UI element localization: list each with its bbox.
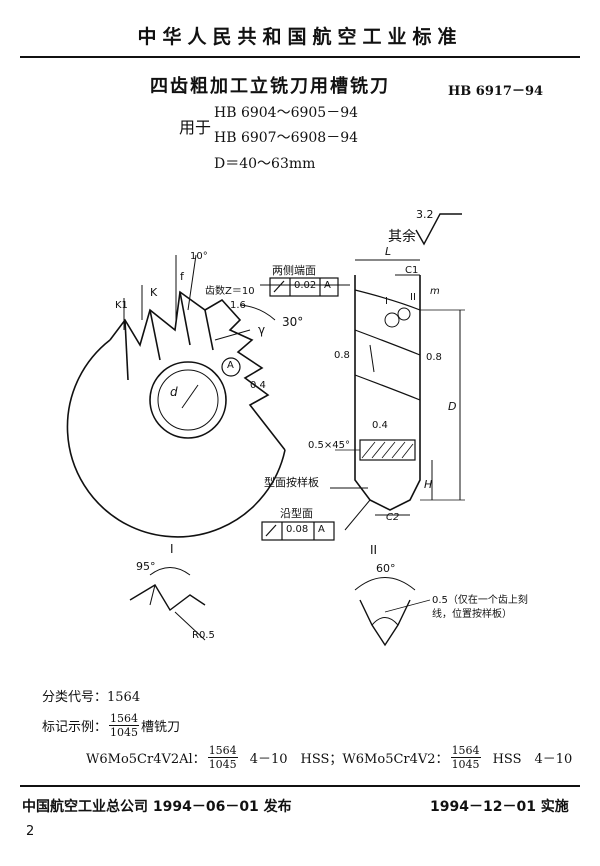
- roughness-symbol: [415, 213, 462, 246]
- marking-row-1: 标记示例： 1564 1045 槽铣刀: [42, 712, 180, 739]
- footer-rule: [20, 785, 580, 787]
- used-for-label: 用于: [179, 118, 212, 137]
- datum-a: A: [324, 280, 331, 291]
- datum-b: A: [318, 524, 325, 535]
- angle-30: 30°: [282, 315, 304, 329]
- angle-10: 10°: [190, 251, 208, 262]
- page-number: 2: [26, 824, 35, 839]
- detail-I-drawing: [129, 567, 206, 641]
- section-a-label: A: [227, 360, 234, 371]
- side-view: [330, 259, 465, 531]
- detail-I-angle: 95°: [136, 560, 156, 573]
- roughness-tooth: 1.6: [230, 300, 246, 311]
- issuer: 中国航空工业总公司 1994－06－01 发布: [22, 799, 292, 815]
- fraction-1: 1564 1045: [207, 744, 238, 771]
- side-faces-label: 两侧端面: [272, 264, 316, 277]
- front-view: [66, 254, 350, 538]
- teeth-label: 齿数Z＝10: [205, 286, 255, 297]
- applies-to-2: HB 6907～6908－94: [214, 130, 359, 146]
- roughness-04: 0.4: [250, 380, 266, 391]
- classification-label: 分类代号：: [42, 690, 108, 705]
- fraction-2-num: 1564: [450, 744, 481, 758]
- detail-I-title: I: [170, 542, 174, 556]
- dimension-range: D＝40～63mm: [214, 156, 316, 172]
- k1-label: K1: [115, 300, 128, 311]
- gamma-label: γ: [258, 323, 266, 337]
- fraction-1-den: 1045: [208, 758, 237, 771]
- fraction-1-num: 1564: [207, 744, 238, 758]
- detail-II-title: II: [370, 543, 378, 557]
- classification-row: 分类代号：1564: [42, 686, 140, 705]
- profile-template-label: 型面按样板: [264, 476, 319, 489]
- material-1: W6Mo5Cr4V2Al：: [86, 752, 206, 767]
- roughness-main: 3.2: [416, 208, 434, 221]
- fraction-2: 1564 1045: [450, 744, 481, 771]
- roughness-04-side: 0.4: [372, 420, 388, 431]
- groove-face-label: 沿型面: [280, 507, 313, 520]
- standard-header: 中华人民共和国航空工业标准: [137, 26, 463, 48]
- I-label: I: [385, 296, 388, 307]
- size-and-material-2: 4－10 HSS；W6Mo5Cr4V2：: [249, 752, 449, 767]
- marking-row-2: W6Mo5Cr4V2Al： 1564 1045 4－10 HSS；W6Mo5Cr…: [86, 744, 572, 771]
- H-label: H: [424, 478, 433, 491]
- C2-label: C2: [386, 512, 400, 523]
- bore-label: d: [170, 385, 178, 399]
- fraction-denominator: 1045: [110, 726, 139, 739]
- header-rule: [20, 56, 580, 58]
- roughness-08-left: 0.8: [334, 350, 350, 361]
- detail-II-note-1: 0.5（仅在一个齿上刻: [432, 595, 528, 606]
- k-label: K: [150, 286, 158, 299]
- C1-label: C1: [405, 265, 419, 276]
- fraction-2-den: 1045: [451, 758, 480, 771]
- marking-fraction: 1564 1045: [109, 712, 140, 739]
- marking-label: 标记示例：: [42, 720, 108, 735]
- L-label: L: [385, 245, 392, 258]
- II-label: II: [410, 292, 416, 303]
- chamfer-label: 0.5×45°: [308, 440, 351, 451]
- detail-I-radius: R0.5: [192, 630, 215, 641]
- f-label: f: [180, 270, 184, 283]
- detail-II-angle: 60°: [376, 562, 396, 575]
- effective-date: 1994－12－01 实施: [430, 799, 569, 815]
- detail-II-drawing: [354, 577, 431, 647]
- surface-finish-note: 其余: [388, 229, 416, 245]
- document-code: HB 6917－94: [448, 84, 544, 99]
- applies-to-1: HB 6904～6905－94: [214, 105, 359, 121]
- document-title: 四齿粗加工立铣刀用槽铣刀: [150, 76, 390, 97]
- fraction-numerator: 1564: [109, 712, 140, 726]
- detail-II-note-2: 线，位置按样板）: [432, 609, 512, 620]
- roughness-08-right: 0.8: [426, 352, 442, 363]
- m-label: m: [430, 286, 440, 297]
- runout-tol-a: 0.02: [294, 280, 317, 291]
- runout-tol-b: 0.08: [286, 524, 309, 535]
- tolerance-frames: [261, 277, 339, 541]
- cutter-drawing: [66, 213, 465, 647]
- size-2: HSS 4－10: [492, 752, 573, 767]
- classification-value: 1564: [107, 690, 141, 705]
- D-label: D: [448, 400, 457, 413]
- marking-item: 槽铣刀: [141, 720, 181, 735]
